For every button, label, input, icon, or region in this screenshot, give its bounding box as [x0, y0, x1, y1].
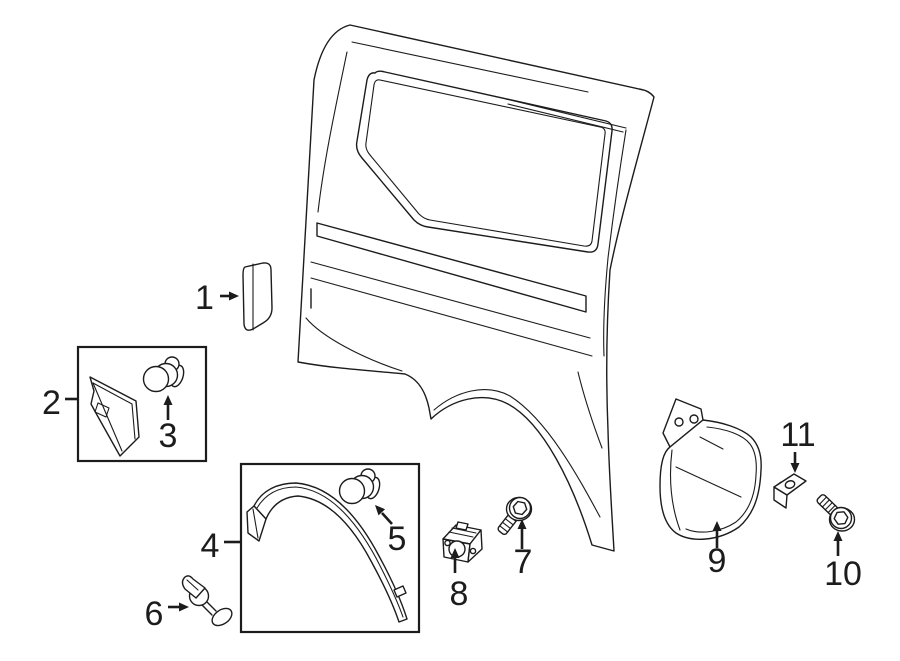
- callout-9-arrowhead: [712, 521, 722, 531]
- callout-4[interactable]: 4: [201, 527, 240, 565]
- callout-7-arrowhead: [517, 519, 527, 529]
- callout-5-arrowhead: [375, 505, 386, 516]
- callout-10-label[interactable]: 10: [824, 555, 862, 593]
- part-11-u-nut[interactable]: [773, 473, 807, 509]
- part-3-retainer-clip[interactable]: [142, 356, 187, 393]
- callout-1[interactable]: 1: [195, 279, 239, 317]
- body-side-panel-drawing: [297, 24, 655, 552]
- callout-3[interactable]: 3: [159, 395, 178, 455]
- part-5-retainer-clip[interactable]: [338, 468, 383, 505]
- callout-3-arrowhead: [163, 395, 173, 405]
- part-4-wheel-arch-molding[interactable]: [246, 482, 408, 623]
- callout-8[interactable]: 8: [450, 548, 469, 613]
- callout-9[interactable]: 9: [708, 521, 727, 580]
- callout-2-label[interactable]: 2: [42, 384, 61, 422]
- callout-1-arrowhead: [229, 291, 239, 301]
- callout-11[interactable]: 11: [780, 416, 816, 473]
- part-8-cage-nut[interactable]: [442, 521, 483, 563]
- callout-7[interactable]: 7: [514, 519, 533, 581]
- part-1-applique[interactable]: [242, 262, 273, 331]
- callout-5[interactable]: 5: [375, 505, 406, 558]
- callout-10[interactable]: 10: [824, 531, 862, 593]
- callout-5-label[interactable]: 5: [388, 520, 407, 558]
- callout-11-arrowhead: [790, 463, 800, 473]
- part-7-bolt[interactable]: [497, 496, 533, 536]
- callout-4-label[interactable]: 4: [201, 527, 220, 565]
- callout-6-arrowhead: [179, 602, 189, 612]
- callout-8-arrowhead: [450, 548, 460, 558]
- part-9-mud-guard[interactable]: [659, 398, 762, 540]
- callout-2[interactable]: 2: [42, 384, 77, 422]
- part-2-corner-molding[interactable]: [89, 376, 140, 457]
- callout-7-label[interactable]: 7: [514, 543, 533, 581]
- callout-1-label[interactable]: 1: [195, 279, 214, 317]
- part-10-screw[interactable]: [816, 494, 856, 532]
- callout-10-arrowhead: [833, 531, 843, 541]
- detail-box-4-5: [239, 462, 421, 634]
- callout-3-label[interactable]: 3: [159, 417, 178, 455]
- callout-8-label[interactable]: 8: [450, 575, 469, 613]
- callout-6-label[interactable]: 6: [145, 595, 164, 633]
- callout-9-label[interactable]: 9: [708, 542, 727, 580]
- callout-5-arrow: [381, 512, 393, 525]
- callout-11-label[interactable]: 11: [780, 416, 815, 454]
- detail-box-2-3: [76, 345, 208, 463]
- part-6-push-rivet[interactable]: [181, 575, 236, 629]
- callout-6[interactable]: 6: [145, 595, 189, 633]
